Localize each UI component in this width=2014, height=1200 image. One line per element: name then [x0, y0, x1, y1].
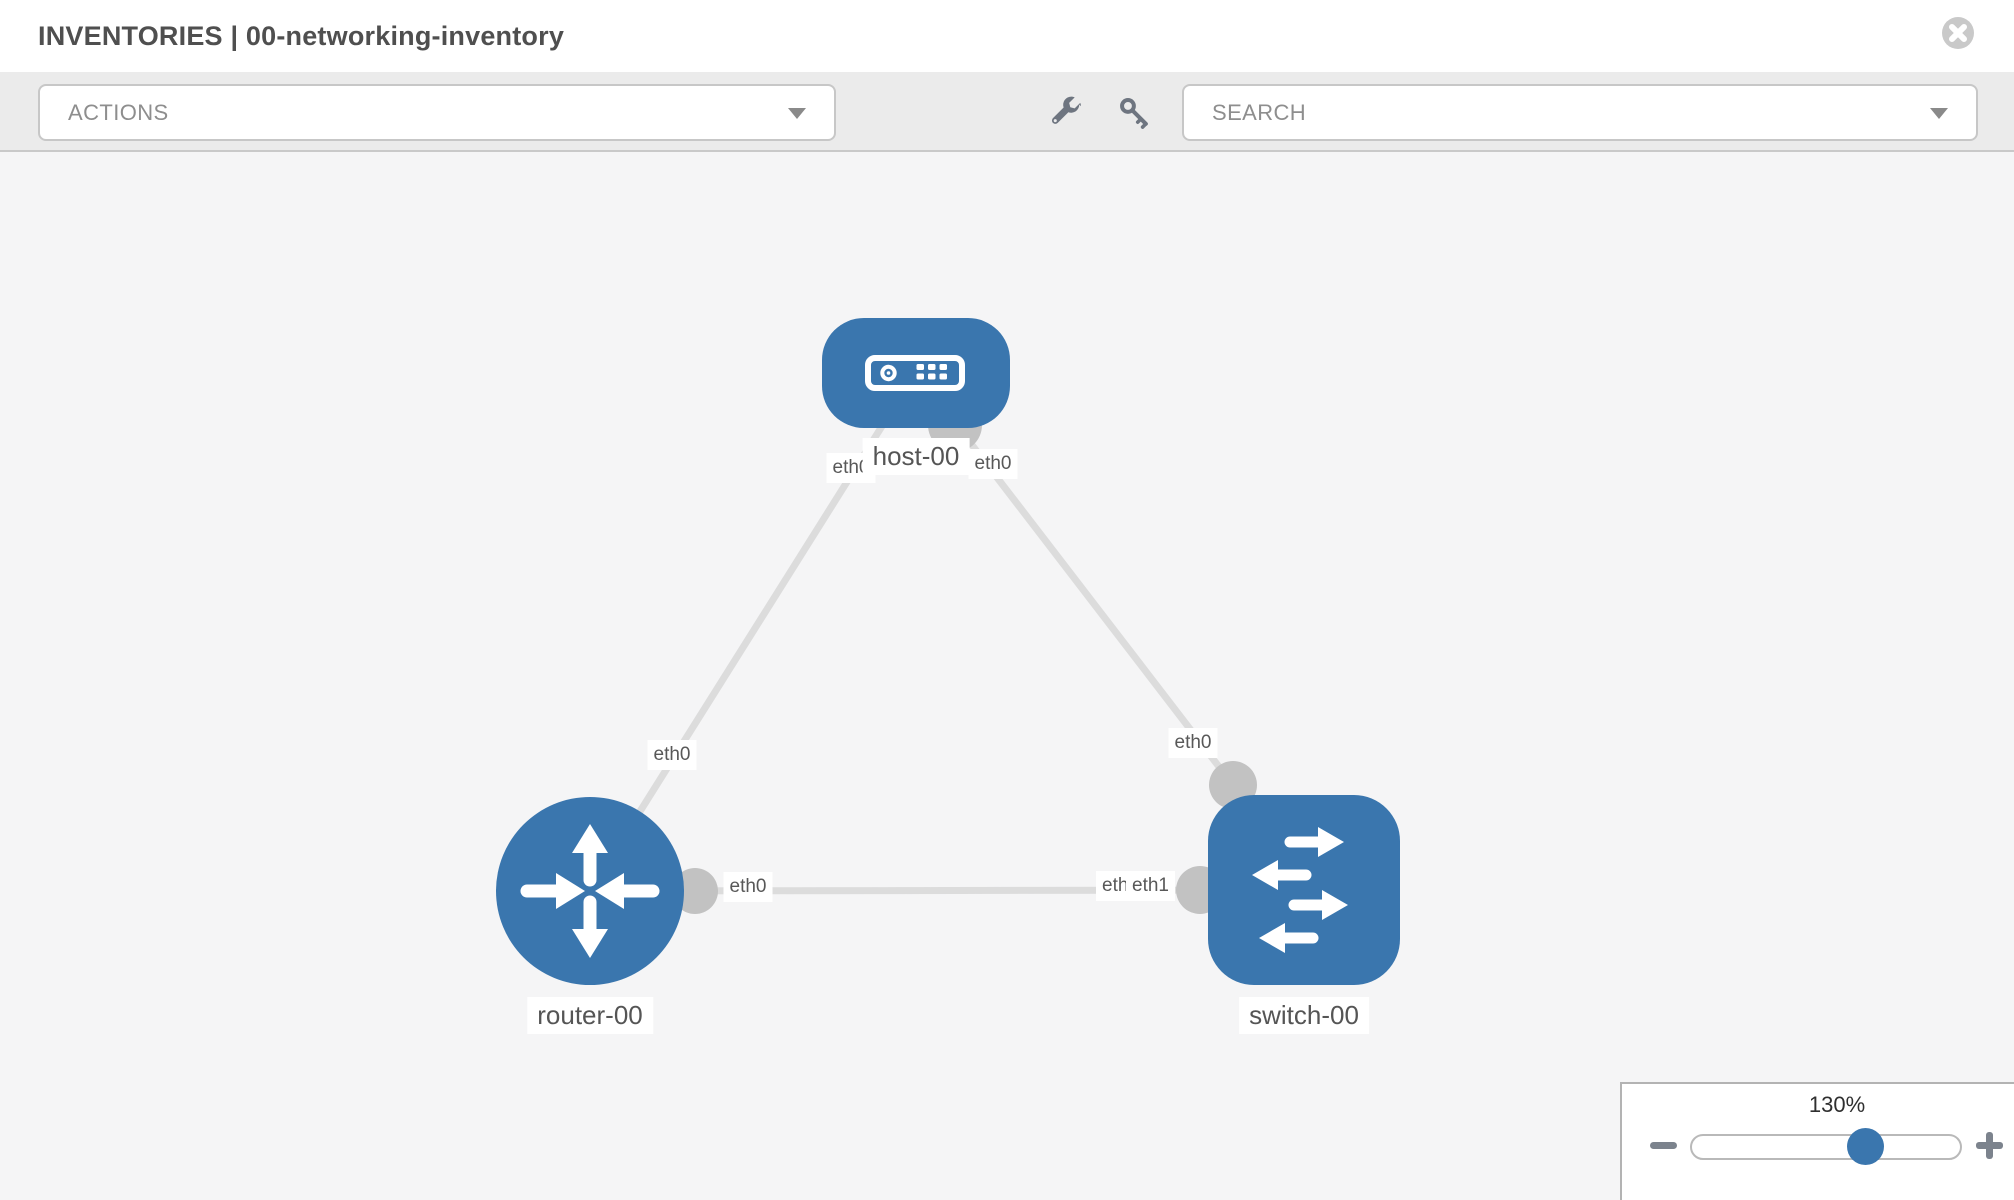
interface-label: eth0	[968, 449, 1018, 479]
header: INVENTORIES | 00-networking-inventory	[0, 0, 2014, 72]
search-dropdown[interactable]: SEARCH	[1182, 84, 1978, 141]
switch-node[interactable]	[1208, 795, 1400, 985]
server-icon	[865, 355, 965, 391]
interface-label: eth0	[1168, 728, 1218, 758]
search-input-placeholder: SEARCH	[1212, 100, 1307, 125]
page-title: INVENTORIES | 00-networking-inventory	[38, 21, 565, 51]
chevron-down-icon	[1930, 108, 1948, 119]
zoom-slider[interactable]	[1690, 1134, 1962, 1160]
close-button[interactable]	[1941, 16, 1975, 50]
close-icon	[1942, 17, 1974, 49]
actions-dropdown-label: ACTIONS	[68, 100, 169, 125]
key-icon[interactable]	[1116, 94, 1152, 130]
node-label-host[interactable]: host-00	[862, 438, 970, 475]
node-label-router[interactable]: router-00	[527, 997, 653, 1034]
interface-label: eth0	[723, 872, 773, 902]
topology-canvas[interactable]: eth0 host-00 eth0 eth0 eth0 eth0 eth1 et…	[0, 152, 2014, 1200]
router-node[interactable]	[496, 797, 684, 985]
switch-arrows-icon	[1252, 827, 1348, 953]
interface-label: eth1	[1126, 871, 1175, 901]
zoom-panel: 130%	[1620, 1082, 2014, 1200]
interface-connector	[672, 868, 718, 914]
wrench-icon[interactable]	[1046, 94, 1082, 130]
actions-dropdown[interactable]: ACTIONS	[38, 84, 836, 141]
zoom-in-button[interactable]	[1976, 1132, 2003, 1159]
toolbar: ACTIONS SEARCH	[0, 72, 2014, 152]
node-label-switch[interactable]: switch-00	[1239, 997, 1369, 1034]
zoom-slider-thumb[interactable]	[1847, 1128, 1884, 1165]
zoom-out-button[interactable]	[1650, 1142, 1677, 1149]
chevron-down-icon	[788, 108, 806, 119]
router-arrows-icon	[520, 824, 660, 958]
zoom-level: 130%	[1808, 1092, 1866, 1117]
host-node[interactable]	[822, 318, 1010, 428]
interface-label: eth0	[647, 740, 697, 770]
